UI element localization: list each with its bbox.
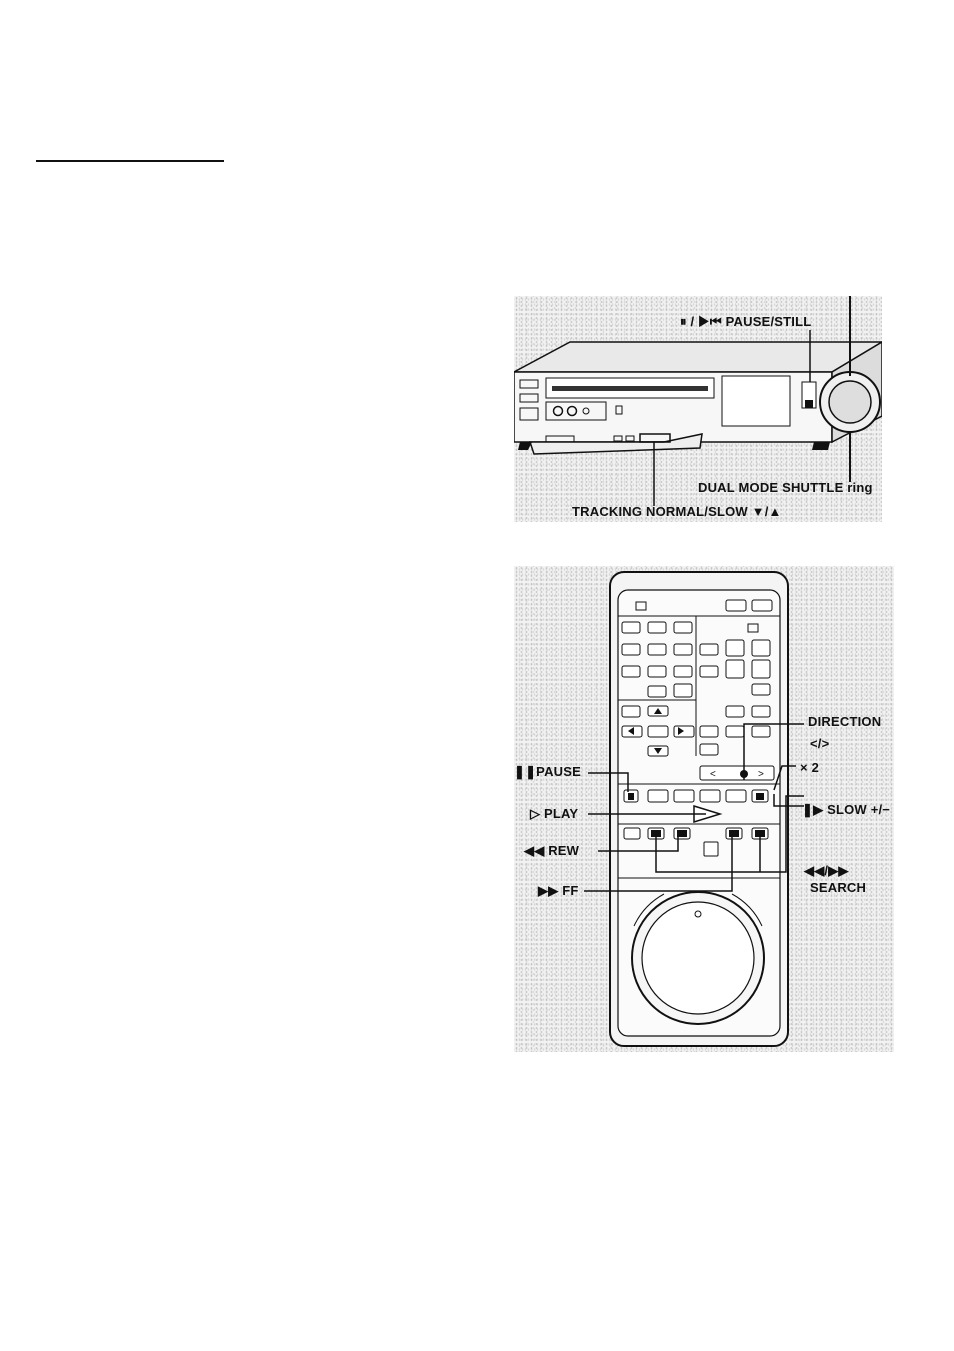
direction-symbols-label: </>	[810, 736, 829, 751]
pause-label: ❚❚PAUSE	[514, 764, 581, 780]
svg-text:>: >	[758, 769, 764, 780]
rew-label: ◀◀ REW	[524, 843, 579, 859]
search-label: SEARCH	[810, 880, 866, 895]
vcr-illustration: ⏸ / ▶⏮ PAUSE/STILL DUAL MODE SHUTTLE rin…	[514, 296, 882, 522]
svg-text:<: <	[710, 769, 716, 780]
ff-label: ▶▶ FF	[538, 883, 579, 899]
play-label: ▷ PLAY	[530, 806, 578, 822]
slow-label: ❚▶ SLOW +/−	[802, 802, 890, 818]
remote-illustration: < >	[514, 566, 894, 1052]
pause-still-label: ⏸ / ▶⏮ PAUSE/STILL	[680, 314, 811, 330]
search-symbols-label: ◀◀/▶▶	[804, 863, 849, 879]
shuttle-ring-label: DUAL MODE SHUTTLE ring	[698, 480, 873, 495]
tracking-label: TRACKING NORMAL/SLOW ▼/▲	[572, 504, 782, 519]
direction-label: DIRECTION	[808, 714, 881, 729]
section-heading-rule	[36, 160, 224, 162]
x2-label: × 2	[800, 760, 819, 775]
